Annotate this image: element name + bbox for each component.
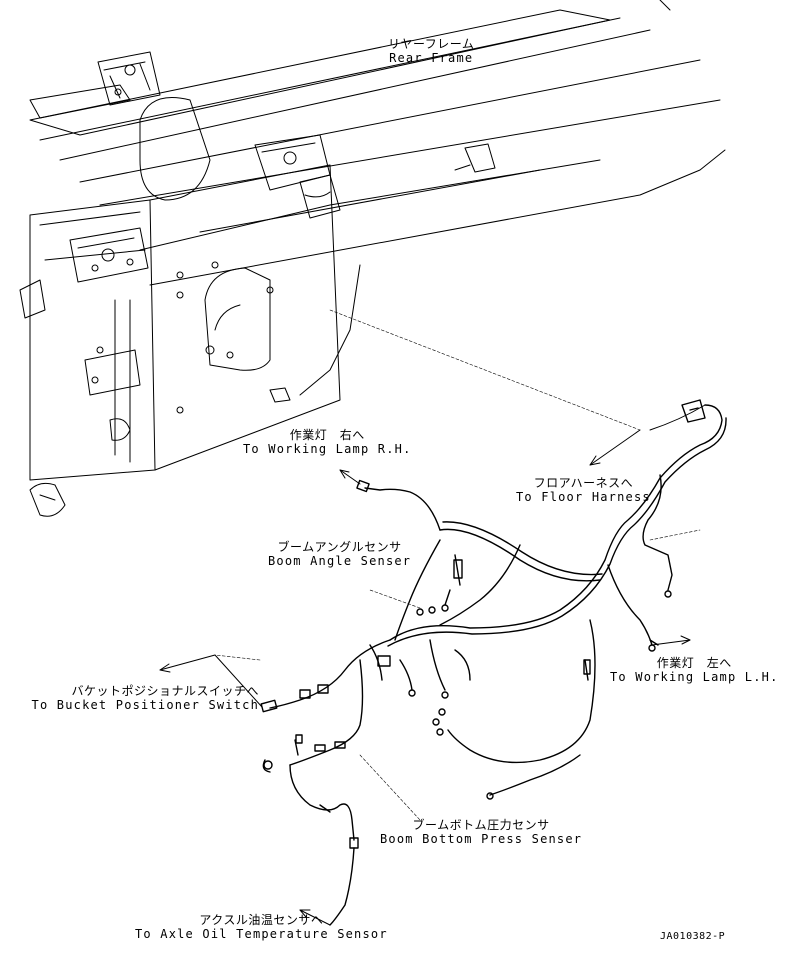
bucket-positioner-label: バケットポジショナルスイッチへ To Bucket Positioner Swi… — [6, 684, 259, 712]
boom-bottom-press-label: ブームボトム圧力センサ Boom Bottom Press Senser — [380, 818, 582, 846]
working-lamp-lh-label-en: To Working Lamp L.H. — [610, 670, 779, 684]
working-lamp-lh-label-ja: 作業灯 左へ — [656, 656, 732, 670]
working-lamp-rh-label: 作業灯 右へ To Working Lamp R.H. — [243, 428, 412, 456]
boom-angle-sensor-label-en: Boom Angle Senser — [268, 554, 412, 568]
boom-angle-sensor-label-ja: ブームアングルセンサ — [277, 540, 402, 554]
bucket-positioner-label-ja: バケットポジショナルスイッチへ — [71, 684, 259, 698]
boom-bottom-press-label-ja: ブームボトム圧力センサ — [412, 818, 550, 832]
axle-oil-temp-label-en: To Axle Oil Temperature Sensor — [135, 927, 388, 941]
axle-oil-temp-label: アクスル油温センサへ To Axle Oil Temperature Senso… — [135, 913, 388, 941]
rear-frame-label-en: Rear Frame — [389, 51, 474, 65]
floor-harness-label: フロアハーネスへ To Floor Harness — [516, 476, 651, 504]
working-lamp-lh-label: 作業灯 左へ To Working Lamp L.H. — [610, 656, 779, 684]
wiring-harness — [260, 399, 727, 926]
boom-angle-sensor-label: ブームアングルセンサ Boom Angle Senser — [268, 540, 411, 568]
rear-frame-label-ja: リヤーフレーム — [388, 37, 475, 51]
bucket-positioner-label-en: To Bucket Positioner Switch — [31, 698, 259, 712]
leader-lines — [214, 309, 701, 821]
rear-frame-drawing — [19, 0, 726, 517]
floor-harness-label-en: To Floor Harness — [516, 490, 651, 504]
working-lamp-rh-label-ja: 作業灯 右へ — [289, 428, 365, 442]
rear-frame-label: リヤーフレーム Rear Frame — [388, 37, 474, 65]
floor-harness-label-ja: フロアハーネスへ — [533, 476, 634, 490]
boom-bottom-press-label-en: Boom Bottom Press Senser — [380, 832, 583, 846]
arrows — [159, 404, 706, 926]
axle-oil-temp-label-ja: アクスル油温センサへ — [199, 913, 324, 927]
working-lamp-rh-label-en: To Working Lamp R.H. — [243, 442, 412, 456]
drawing-code: JA010382-P — [660, 931, 726, 942]
